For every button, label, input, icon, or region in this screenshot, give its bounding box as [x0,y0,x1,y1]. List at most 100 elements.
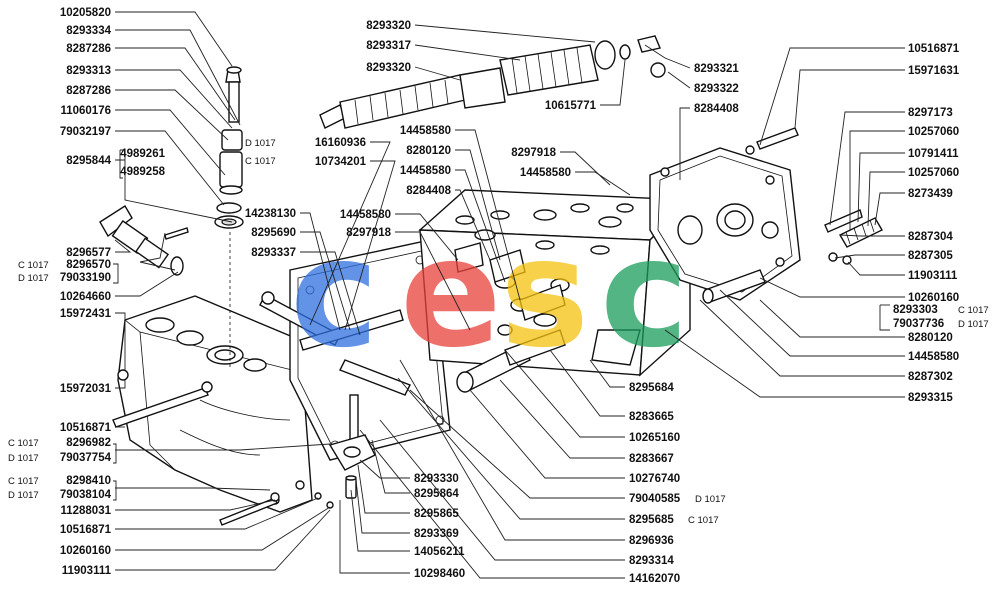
part-label: 11288031 [60,505,111,517]
part-label: 14162070 [629,573,680,585]
linkage [259,291,411,499]
part-label: 8296936 [629,535,674,547]
gasket [289,239,451,461]
labels-right: 10516871 15971631 8297173 10257060 10791… [893,43,989,404]
part-label: 8280120 [406,145,451,157]
watermark: c e s c [290,207,689,381]
part-label: 11060176 [60,105,111,117]
part-label: 8284408 [694,103,739,115]
part-label: 10516871 [908,43,960,55]
left-bolts [112,381,334,526]
part-label: 8296577 [66,247,111,259]
part-label: 14458580 [520,167,571,179]
part-label: 14056211 [414,546,465,558]
left-housing [117,295,313,513]
part-label: 8283665 [629,411,674,423]
part-label: 15972031 [60,383,112,395]
side-fitting [99,205,189,276]
labels-bottom-mid: 8293330 8295864 8295865 8293369 14056211… [414,473,465,580]
watermark-letter-c: c [600,207,689,381]
variant-code: D 1017 [245,138,276,149]
part-label: 8293334 [66,25,111,37]
part-label: 8293337 [251,247,296,259]
part-label: 8296570 [66,259,111,271]
part-label: 8295685 [629,514,674,526]
watermark-letter-s: s [500,207,589,381]
variant-code: D 1017 [18,273,49,284]
part-label: 10298460 [414,568,465,580]
center-spools [454,242,566,393]
part-label: 14458580 [340,209,391,221]
variant-code: C 1017 [8,476,39,487]
part-label: 10516871 [60,524,112,536]
part-label: 8296982 [66,437,111,449]
top-spring-assembly [319,35,666,129]
part-label: 79033190 [60,272,111,284]
part-label: 10257060 [908,167,959,179]
part-label: 10260160 [60,545,111,557]
part-label: 79040585 [629,493,681,505]
part-label: 8287286 [66,43,111,55]
part-label: 10205820 [60,7,111,19]
watermark-letter-e: e [400,207,502,381]
variant-code: C 1017 [688,515,719,526]
variant-code: C 1017 [8,438,39,449]
part-label: 10264660 [60,291,111,303]
spool-stack [214,66,244,370]
part-label: 8298410 [66,475,111,487]
variant-code: D 1017 [695,494,726,505]
labels-top-right: 8293321 8293322 10615771 8284408 [545,63,740,115]
part-label: 10276740 [629,473,680,485]
variant-code: C 1017 [18,260,49,271]
part-label: 14458580 [908,351,959,363]
part-label: 4989258 [120,166,165,178]
part-label: 14458580 [400,125,451,137]
variant-code: D 1017 [8,490,39,501]
labels-mid: 14458580 8280120 14458580 8284408 144585… [340,125,571,239]
part-label: 8295844 [66,155,111,167]
part-label: 10257060 [908,126,959,138]
part-label: 8297918 [346,227,391,239]
part-label: 79037736 [893,318,944,330]
part-label: 11903111 [908,270,958,282]
part-label: 8295690 [251,227,296,239]
part-label: 10260160 [908,292,959,304]
part-label: 8297173 [908,107,953,119]
right-small-parts [702,127,883,304]
part-label: 8295684 [629,382,674,394]
part-label: 14238130 [245,208,296,220]
part-label: 11903111 [62,565,112,577]
part-label: 8273439 [908,188,953,200]
part-label: 79032197 [60,126,111,138]
part-label: 8284408 [406,185,451,197]
part-label: 4989261 [120,148,165,160]
part-label: 8293321 [694,63,739,75]
part-label: 79037754 [60,452,112,464]
part-label: 8293320 [366,20,411,32]
part-label: 10265160 [629,432,680,444]
part-label: 8283667 [629,453,674,465]
part-label: 8287302 [908,371,953,383]
labels-bottom-right: 8295684 8283665 10265160 8283667 1027674… [629,382,726,585]
part-label: 79038104 [60,489,112,501]
part-label: 8293330 [414,473,459,485]
part-label: 10516871 [60,422,112,434]
watermark-letter-c: c [290,207,379,381]
labels-left: 10205820 8293334 8287286 8293313 8287286… [60,7,166,577]
part-label: 8293317 [366,40,411,52]
part-label: 14458580 [400,165,451,177]
part-label: 8293320 [366,62,411,74]
variant-code: C 1017 [958,305,989,316]
part-label: 15972431 [60,308,112,320]
right-housing [649,147,801,301]
part-label: 8297918 [511,147,556,159]
part-label: 8293313 [66,65,111,77]
leader-lines [114,11,905,579]
part-label: 8295865 [414,508,459,520]
part-label: 10791411 [908,148,959,160]
part-label: 8295864 [414,488,459,500]
part-label: 8280120 [908,332,953,344]
part-label: 8293303 [893,304,938,316]
part-label: 8293322 [694,83,739,95]
